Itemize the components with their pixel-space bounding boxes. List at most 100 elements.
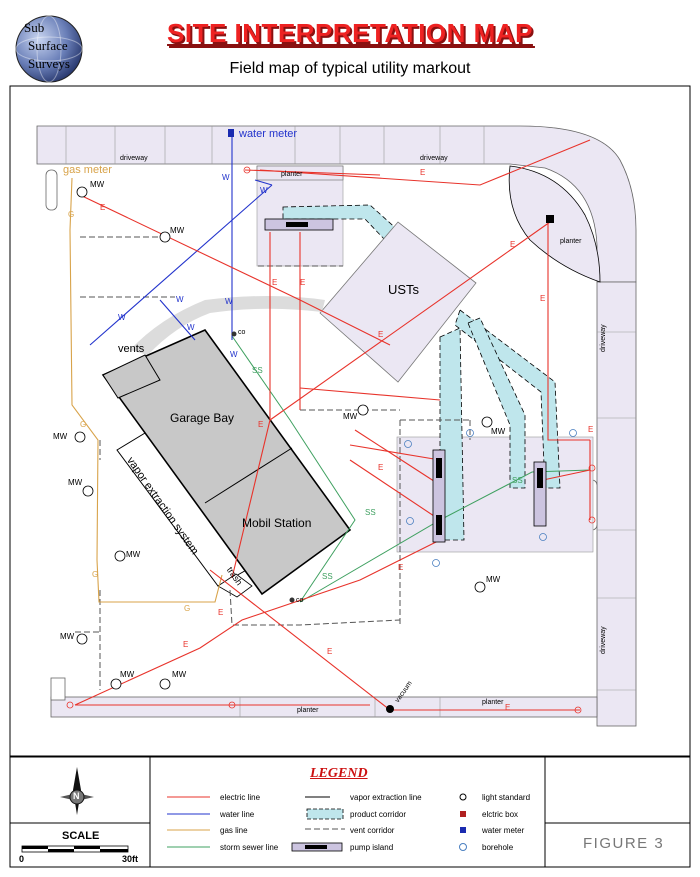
page-subtitle: Field map of typical utility markout [229,60,471,77]
monitoring-wells [74,186,493,690]
driveway-label: driveway [600,626,607,654]
gas-lines [69,177,223,603]
mw-label: MW [170,226,185,235]
electric-tag: E [218,608,224,617]
water-tag: W [176,295,184,304]
storm-sewer-tag: SS [512,476,523,485]
top-driveway-band [36,125,637,283]
cleanout-label: co [296,597,304,604]
legend-gas-line: gas line [220,826,248,835]
water-tag: W [225,297,233,306]
driveway-label: driveway [420,155,448,162]
mw-label: MW [68,478,83,487]
mw-label: MW [486,575,501,584]
boreholes [404,429,577,567]
gas-tag: G [68,210,75,219]
planter-label: planter [297,707,319,714]
electric-tag: E [378,330,384,339]
vapor-extraction-lines [75,236,471,690]
garage-bay-label: Garage Bay [170,411,235,425]
electric-lines [74,139,591,711]
electric-tag: E [378,463,384,472]
legend-vapor-extraction-line: vapor extraction line [350,793,422,802]
mw-label: MW [491,427,506,436]
legend-electric-line: electric line [220,793,261,802]
figure-number: FIGURE 3 [583,835,665,852]
storm-sewer-tag: SS [322,572,333,581]
electric-tag: E [300,278,306,287]
gas-tag: G [184,604,191,613]
usts-label: USTs [388,282,420,297]
electric-tag: E [327,647,333,656]
logo-text-sub: Sub [24,20,45,35]
station-building [101,329,352,596]
scale-start: 0 [19,854,25,864]
planter-corner [508,165,601,283]
logo-text-surface: Surface [28,38,68,53]
vacuum-label: vacuum [394,679,414,705]
electric-tag: E [420,168,426,177]
planter-label: planter [281,171,303,178]
planter-label: planter [560,238,582,245]
gas-tag: G [80,420,87,429]
water-tag: W [260,186,268,195]
cleanout-icon [231,331,237,337]
water-meter-icon [228,129,234,137]
mw-label: MW [126,550,141,559]
cleanout-icon [289,597,295,603]
mw-label: MW [343,412,358,421]
water-meter-label: water meter [239,128,298,140]
vapor-extraction-system-label: vapor extraction system [124,455,201,558]
map-frame [9,85,691,757]
legend-electric-box: elctric box [482,810,519,819]
water-tag: W [187,323,195,332]
legend-water-line: water line [220,810,255,819]
gas-tag: G [92,570,99,579]
trash-label: trash [224,565,245,588]
legend-product-corridor: product corridor [350,810,407,819]
electric-tag: E [588,425,594,434]
scale-title: SCALE [62,830,100,842]
logo-text-surveys: Surveys [28,56,70,71]
electric-tag: E [505,703,511,712]
electric-box-icon [546,215,554,223]
scale-end: 30ft [122,854,139,864]
legend-light-standard: light standard [482,793,531,802]
mw-label: MW [60,632,75,641]
electric-tag: E [540,294,546,303]
legend-borehole: borehole [482,843,514,852]
vents-label: vents [118,343,145,355]
cleanout-label: co [238,329,246,336]
mobil-station-label: Mobil Station [242,516,312,530]
electric-tag: E [258,420,264,429]
north-label: N [73,791,80,801]
storm-sewer-tag: SS [365,508,376,517]
gas-meter-label: gas meter [63,164,112,176]
bottom-sidewalk-band [50,696,598,718]
product-corridors [282,204,561,541]
water-tag: W [230,350,238,359]
water-lines [89,137,273,346]
legend-vent-corridor: vent corridor [350,826,395,835]
right-driveway-band [596,281,637,727]
driveway-label: driveway [120,155,148,162]
electric-tag: E [100,203,106,212]
company-logo: Sub Surface Surveys [14,14,84,84]
driveway-label: driveway [600,324,607,352]
storm-sewer-tag: SS [252,366,263,375]
mw-label: MW [172,670,187,679]
water-tag: W [222,173,230,182]
light-standards [66,166,596,714]
electric-tag: E [510,240,516,249]
vacuum-point-icon [386,705,394,713]
electric-tag: E [272,278,278,287]
legend-pump-island: pump island [350,843,394,852]
legend-storm-sewer-line: storm sewer line [220,843,279,852]
storm-sewer-lines [231,335,591,603]
pump-islands [264,218,547,543]
logo-globe-icon [15,15,83,83]
mw-label: MW [53,432,68,441]
mw-label: MW [90,180,105,189]
planter-label: planter [482,699,504,706]
